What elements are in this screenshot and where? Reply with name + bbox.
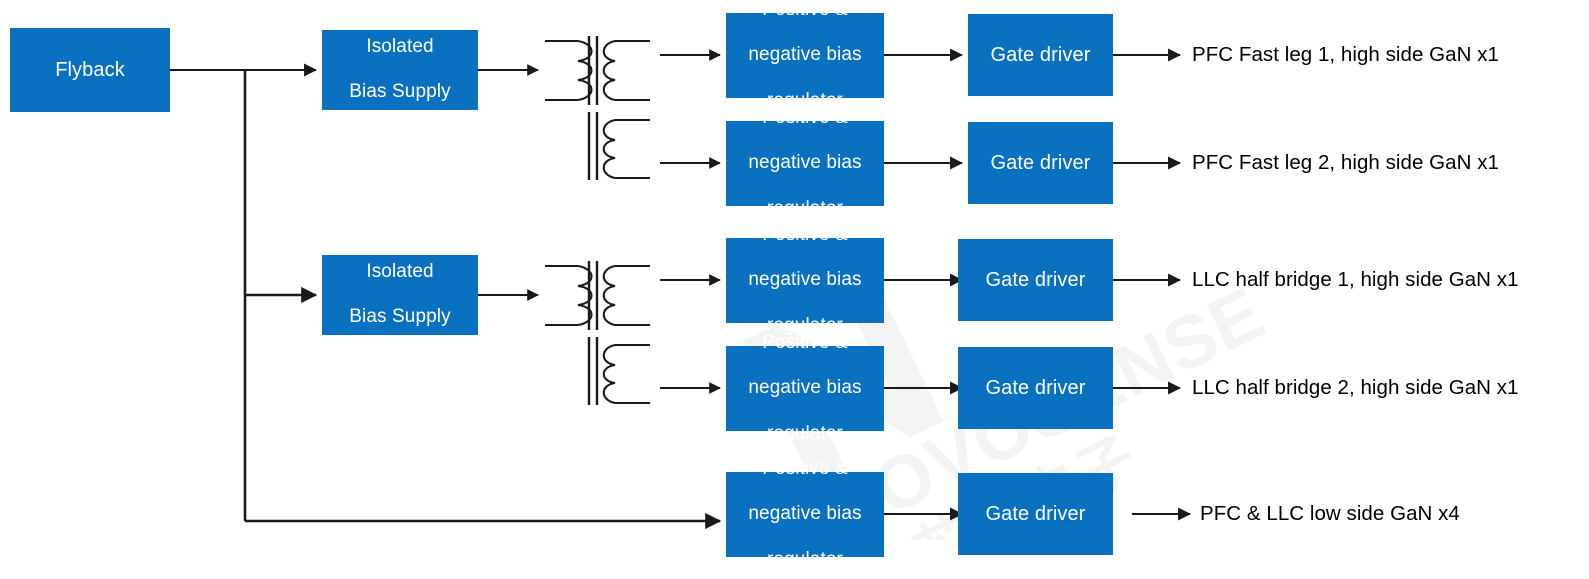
reg2-line1: Positive &: [762, 106, 848, 128]
reg4-line2: negative bias: [748, 377, 862, 399]
reg1-line1: Positive &: [762, 0, 848, 20]
reg3-line1: Positive &: [762, 223, 848, 245]
block-flyback-label: Flyback: [55, 59, 125, 81]
output-label-1: PFC Fast leg 1, high side GaN x1: [1192, 43, 1499, 66]
transformer-2-symbol: [545, 261, 650, 405]
block-gate-driver-1[interactable]: Gate driver: [968, 14, 1113, 96]
bias2-line2: Bias Supply: [349, 306, 451, 328]
reg5-line2: negative bias: [748, 503, 862, 525]
gate-driver-1-label: Gate driver: [990, 44, 1091, 66]
reg5-line1: Positive &: [762, 457, 848, 479]
block-gate-driver-3[interactable]: Gate driver: [958, 239, 1113, 321]
block-isolated-bias-supply-1[interactable]: Isolated Bias Supply: [322, 30, 478, 110]
reg5-line3: regulator: [767, 548, 843, 570]
transformer-1-symbol: [545, 36, 650, 180]
gate-driver-5-label: Gate driver: [985, 503, 1086, 525]
block-gate-driver-4[interactable]: Gate driver: [958, 347, 1113, 429]
reg2-line2: negative bias: [748, 152, 862, 174]
bias2-line1: Isolated: [366, 260, 434, 282]
block-bias-regulator-4[interactable]: Positive & negative bias regulator: [726, 332, 884, 444]
block-flyback[interactable]: Flyback: [10, 28, 170, 112]
output-label-2: PFC Fast leg 2, high side GaN x1: [1192, 151, 1499, 174]
block-gate-driver-5[interactable]: Gate driver: [958, 473, 1113, 555]
reg4-line1: Positive &: [762, 331, 848, 353]
block-bias-regulator-5[interactable]: Positive & negative bias regulator: [726, 458, 884, 570]
reg3-line2: negative bias: [748, 269, 862, 291]
bias1-line1: Isolated: [366, 35, 434, 57]
gate-driver-2-label: Gate driver: [990, 152, 1091, 174]
output-label-4: LLC half bridge 2, high side GaN x1: [1192, 376, 1519, 399]
output-label-5: PFC & LLC low side GaN x4: [1200, 502, 1460, 525]
output-label-3: LLC half bridge 1, high side GaN x1: [1192, 268, 1519, 291]
gate-driver-3-label: Gate driver: [985, 269, 1086, 291]
block-bias-regulator-3[interactable]: Positive & negative bias regulator: [726, 224, 884, 336]
reg2-line3: regulator: [767, 197, 843, 219]
bias1-line2: Bias Supply: [349, 81, 451, 103]
gate-driver-4-label: Gate driver: [985, 377, 1086, 399]
block-gate-driver-2[interactable]: Gate driver: [968, 122, 1113, 204]
reg1-line3: regulator: [767, 89, 843, 111]
block-bias-regulator-1[interactable]: Positive & negative bias regulator: [726, 0, 884, 111]
reg4-line3: regulator: [767, 422, 843, 444]
reg1-line2: negative bias: [748, 44, 862, 66]
block-isolated-bias-supply-2[interactable]: Isolated Bias Supply: [322, 255, 478, 335]
block-bias-regulator-2[interactable]: Positive & negative bias regulator: [726, 107, 884, 219]
